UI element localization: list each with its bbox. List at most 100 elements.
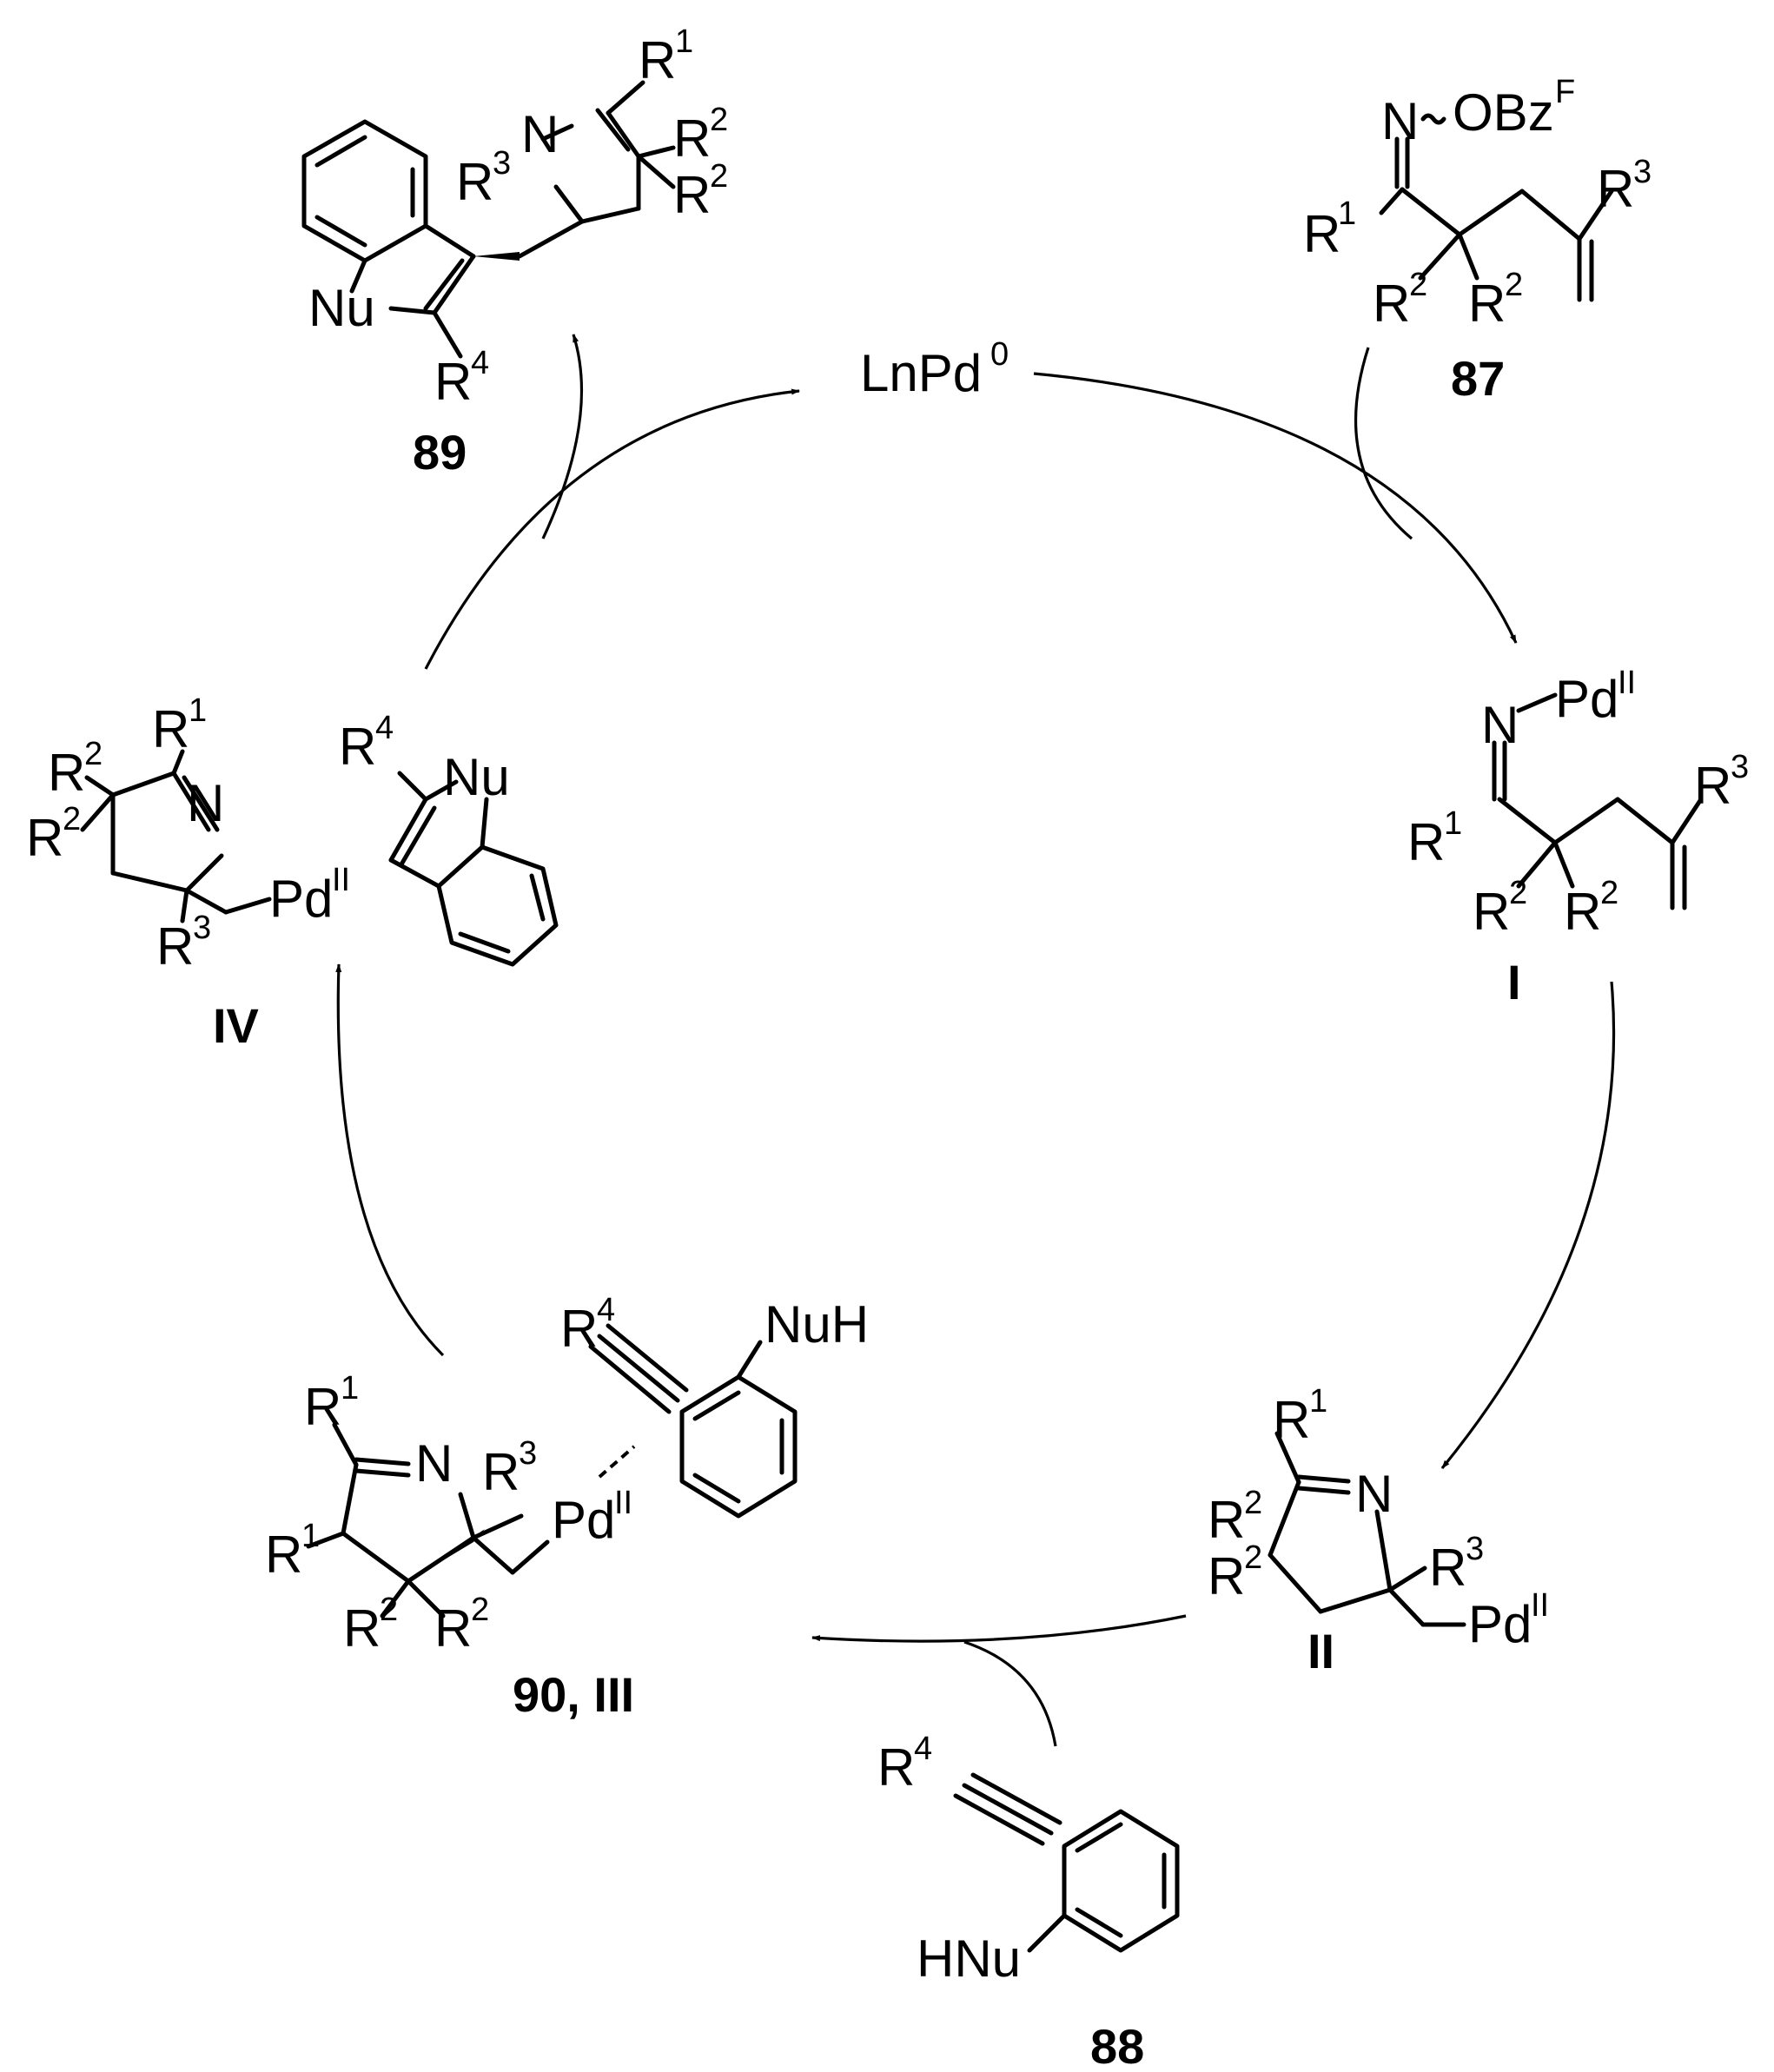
svg-text:2: 2 [471, 1592, 489, 1628]
intermediate-I-label: I [1507, 955, 1521, 1010]
svg-text:HNu: HNu [917, 1930, 1021, 1988]
svg-text:R: R [434, 353, 472, 411]
svg-text:R: R [156, 917, 194, 976]
svg-text:R: R [1273, 1391, 1310, 1449]
svg-text:II: II [1618, 665, 1636, 701]
product-89: Nu R 4 N R 3 R 1 R 2 R 2 89 [301, 23, 728, 480]
svg-text:4: 4 [375, 710, 394, 746]
svg-text:R: R [560, 1300, 598, 1358]
intermediate-IV-label: IV [213, 998, 259, 1053]
svg-text:2: 2 [1505, 267, 1523, 303]
svg-text:R: R [1694, 757, 1731, 815]
arrow-pd0-to-I [1033, 372, 1518, 644]
svg-text:R: R [152, 700, 189, 758]
svg-text:OBz: OBz [1453, 83, 1554, 142]
svg-text:R: R [265, 1526, 302, 1584]
svg-text:3: 3 [493, 145, 511, 182]
svg-text:2: 2 [1244, 1485, 1262, 1521]
arrow-I-to-II [1440, 981, 1616, 1470]
svg-text:2: 2 [1244, 1539, 1262, 1576]
svg-text:R: R [339, 718, 376, 776]
arrow-87-merge [1354, 347, 1413, 540]
svg-text:1: 1 [341, 1370, 359, 1407]
compound-88-label: 88 [1090, 2019, 1144, 2072]
arrow-88-merge [963, 1640, 1057, 1747]
svg-text:1: 1 [301, 1518, 320, 1554]
arrow-II-to-III [811, 1614, 1187, 1643]
svg-text:R: R [877, 1738, 915, 1797]
svg-text:4: 4 [914, 1731, 932, 1767]
svg-text:R: R [1473, 883, 1510, 941]
arrow-release-89 [541, 334, 584, 540]
catalyst-oxidation-state: 0 [990, 336, 1009, 373]
svg-text:R: R [1208, 1491, 1245, 1549]
svg-text:R: R [1468, 275, 1506, 333]
svg-text:3: 3 [193, 910, 211, 946]
svg-text:4: 4 [471, 345, 489, 381]
svg-text:Pd: Pd [1555, 670, 1618, 728]
svg-text:N: N [1355, 1465, 1393, 1523]
svg-text:R: R [1208, 1547, 1245, 1605]
svg-text:R: R [48, 744, 85, 802]
svg-text:II: II [332, 862, 350, 898]
svg-text:NuH: NuH [765, 1295, 869, 1354]
svg-text:1: 1 [1338, 195, 1356, 232]
catalyst-lnpd0: LnPd 0 [860, 336, 1009, 402]
svg-text:2: 2 [710, 102, 728, 138]
svg-text:R: R [456, 153, 493, 211]
intermediate-I: N Pd II R 1 R 3 R 2 R 2 I [1407, 665, 1749, 1010]
svg-text:Nu: Nu [443, 748, 510, 806]
svg-text:N: N [187, 774, 224, 832]
svg-text:1: 1 [189, 692, 207, 729]
compound-88: R 4 HNu 88 [877, 1731, 1180, 2072]
svg-text:1: 1 [1309, 1383, 1327, 1420]
cycle-arrows [335, 334, 1616, 1747]
svg-text:2: 2 [84, 736, 103, 772]
svg-text:N: N [415, 1434, 453, 1493]
svg-text:R: R [1373, 275, 1410, 333]
svg-text:1: 1 [675, 23, 693, 60]
product-89-label: 89 [413, 425, 467, 480]
svg-text:3: 3 [1633, 154, 1652, 190]
svg-text:N: N [1381, 92, 1419, 150]
arrow-IV-to-pd0 [424, 388, 800, 670]
intermediate-II: R 1 N R 2 R 2 R 3 Pd II II [1208, 1383, 1549, 1678]
svg-text:R: R [1303, 205, 1340, 263]
svg-text:2: 2 [63, 801, 81, 837]
svg-text:Pd: Pd [1468, 1595, 1532, 1653]
svg-text:3: 3 [519, 1435, 537, 1472]
svg-text:3: 3 [1731, 749, 1749, 785]
svg-text:F: F [1555, 74, 1575, 110]
svg-text:R: R [343, 1599, 381, 1658]
svg-text:2: 2 [1600, 875, 1618, 911]
svg-text:R: R [304, 1378, 341, 1436]
svg-text:R: R [1407, 813, 1445, 871]
compound-87: N OBz F R 1 R 3 R 2 R 2 87 [1303, 74, 1652, 406]
svg-text:Pd: Pd [269, 870, 333, 928]
compound-87-label: 87 [1451, 351, 1505, 406]
svg-text:R: R [639, 31, 676, 89]
svg-text:R: R [673, 109, 711, 168]
svg-text:2: 2 [710, 158, 728, 195]
svg-text:2: 2 [380, 1592, 398, 1628]
svg-text:R: R [1429, 1539, 1466, 1597]
intermediate-IV: R 1 R 2 R 2 N Pd II R 3 R 4 Nu IV [26, 692, 559, 1053]
svg-text:II: II [614, 1485, 632, 1521]
svg-text:R: R [26, 809, 63, 867]
intermediate-III: R 1 N R 3 Pd II R 1 R 2 R 2 R 4 NuH 90, … [265, 1292, 869, 1722]
svg-text:4: 4 [597, 1292, 615, 1328]
intermediate-II-label: II [1307, 1624, 1334, 1678]
svg-text:N: N [1481, 696, 1519, 754]
svg-text:R: R [434, 1599, 472, 1658]
svg-text:R: R [482, 1443, 520, 1501]
svg-text:2: 2 [1509, 875, 1527, 911]
svg-text:2: 2 [1409, 267, 1427, 303]
svg-text:3: 3 [1466, 1531, 1484, 1567]
svg-text:R: R [673, 166, 711, 224]
svg-text:Nu: Nu [308, 279, 375, 337]
svg-text:II: II [1531, 1587, 1549, 1624]
svg-text:Pd: Pd [552, 1491, 615, 1549]
arrow-III-to-IV [335, 963, 445, 1357]
